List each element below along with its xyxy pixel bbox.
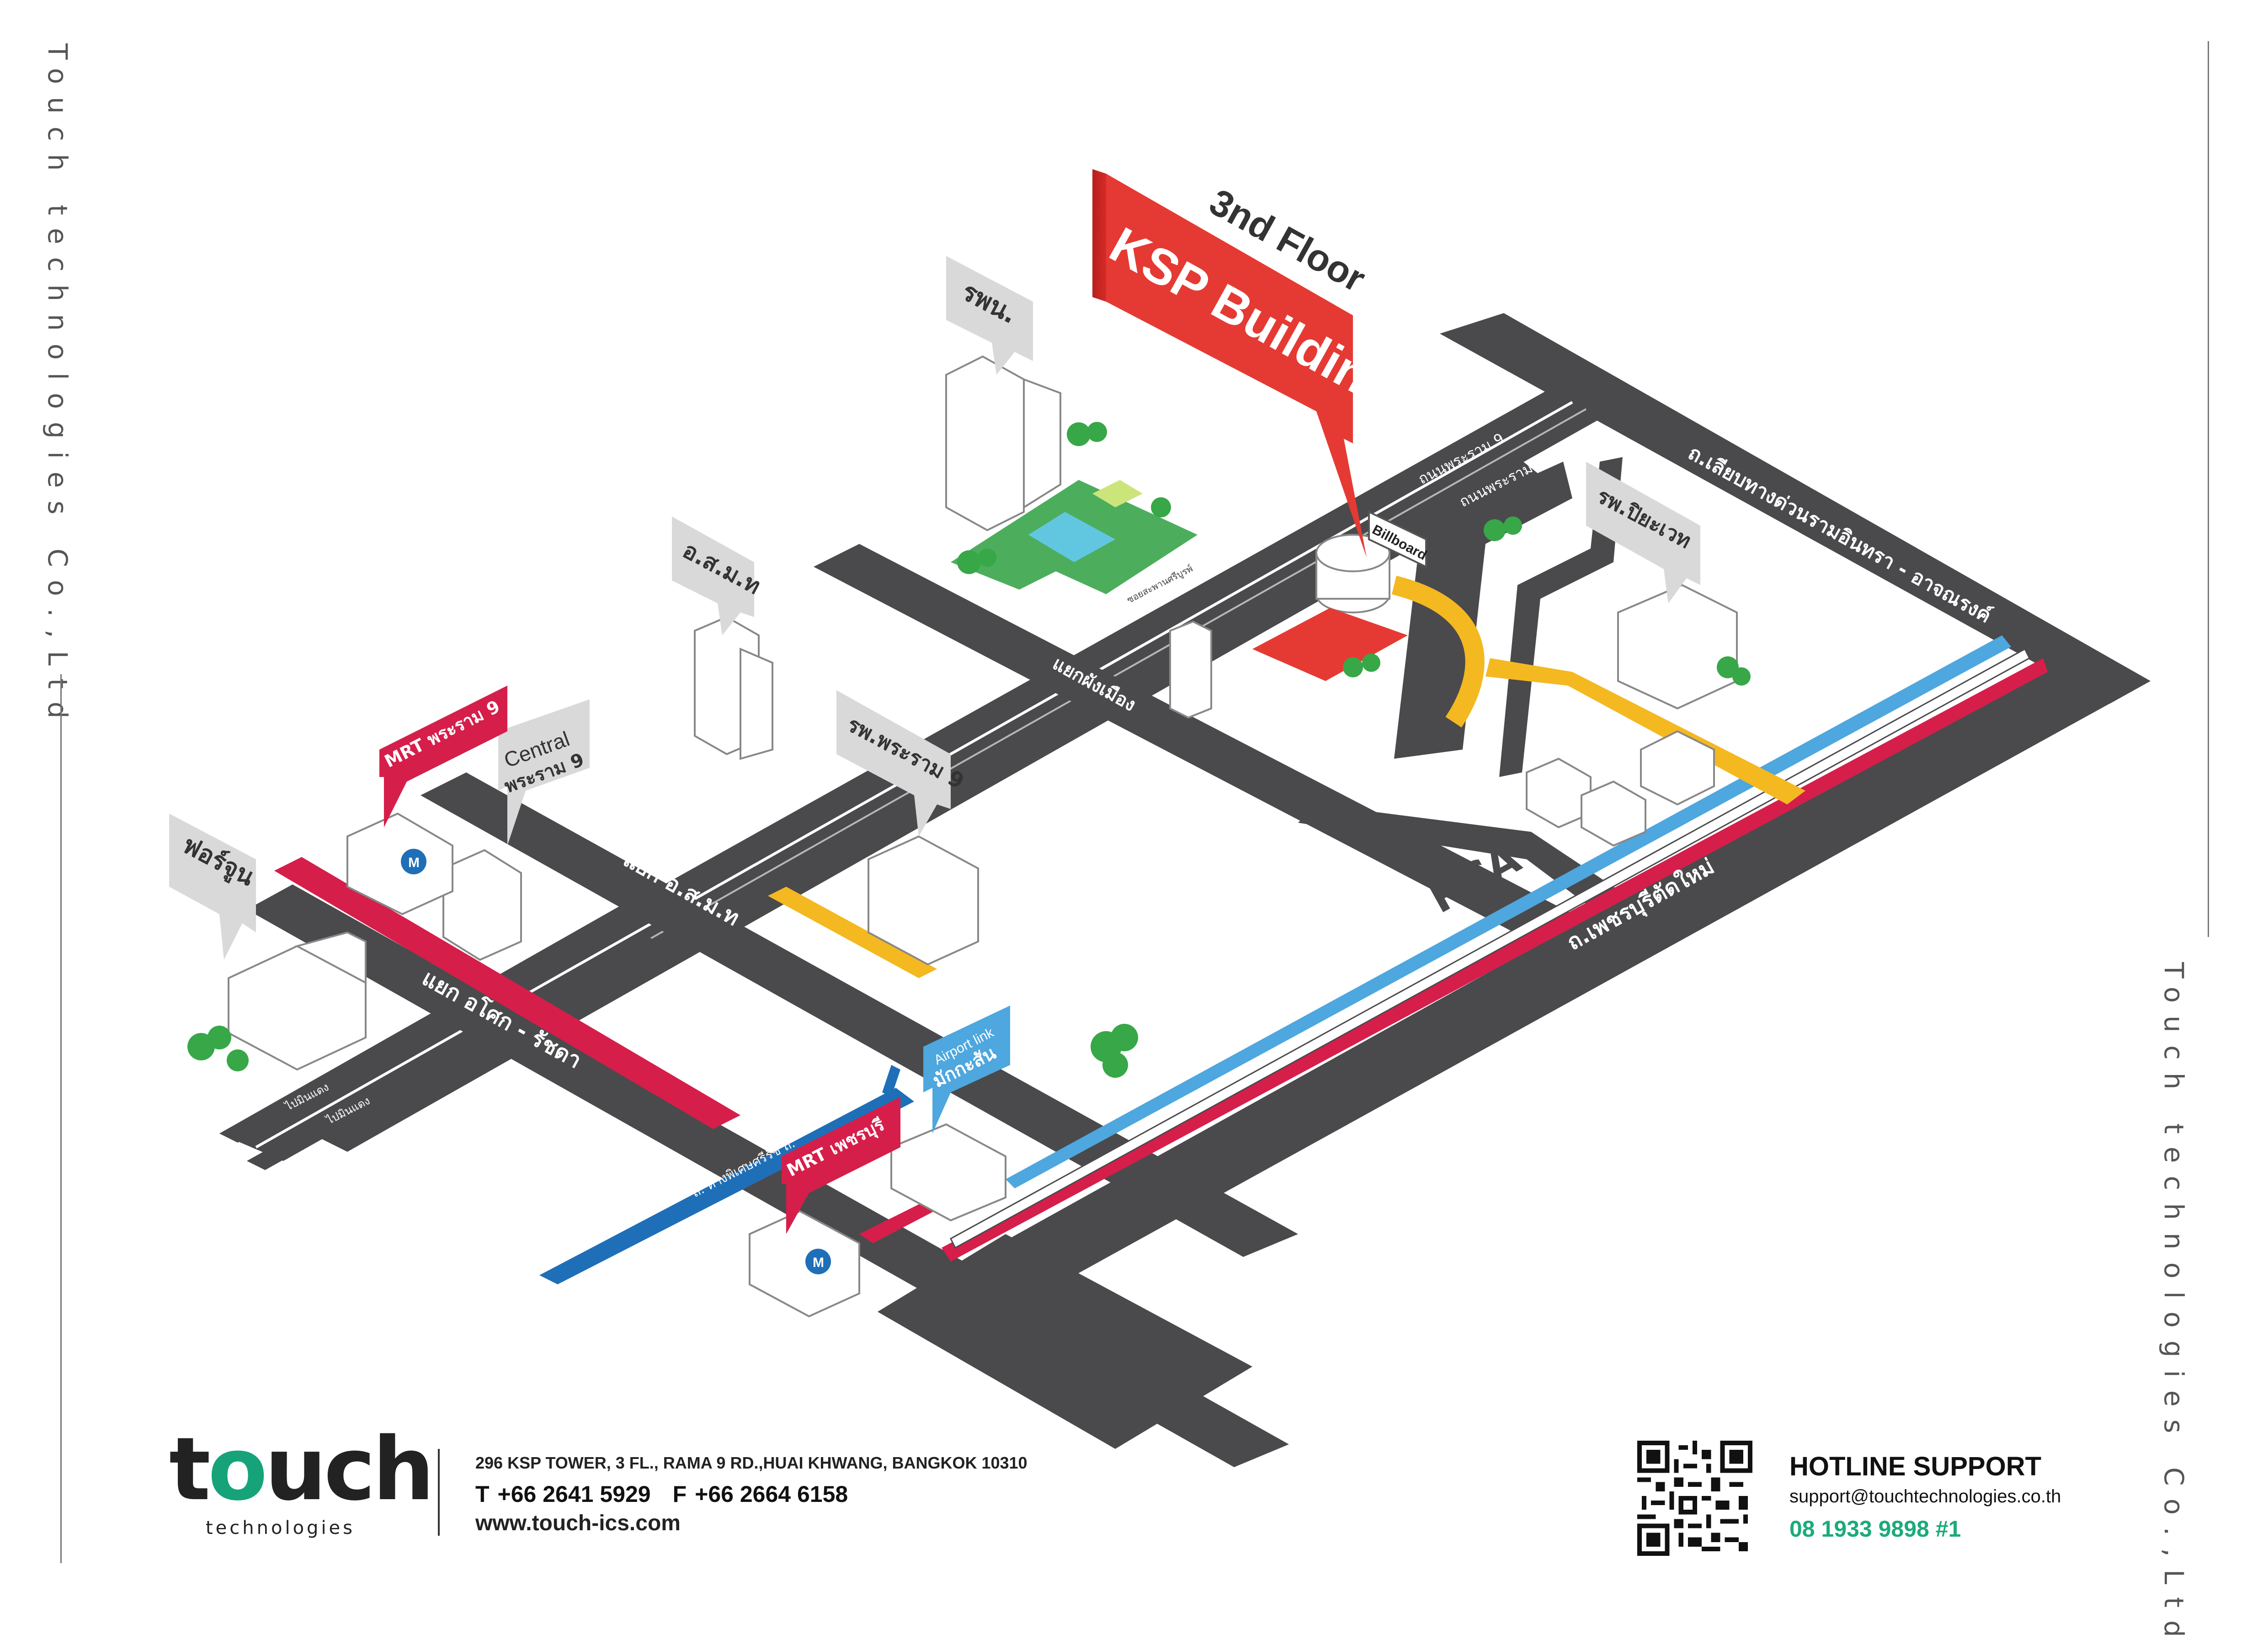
logo-subtitle: technologies xyxy=(206,1517,355,1538)
rail-mrt-left xyxy=(274,857,740,1129)
road-label-chaloem: ถ.เลียบทางด่วนรามอินทรา - อาจณรงค์ xyxy=(1684,441,1996,628)
website-link[interactable]: www.touch-ics.com xyxy=(475,1511,681,1535)
road-rca-link xyxy=(1298,804,1627,914)
callout-airport-link: Airport link มักกะสัน xyxy=(923,1006,1010,1134)
callout-central: Central พระราม 9 xyxy=(498,699,590,846)
mrt-icon-rama9: M xyxy=(401,849,426,874)
tel-label: T xyxy=(475,1481,490,1507)
road-phetchaburi xyxy=(878,649,2151,1344)
side-divider-right-top xyxy=(2208,41,2209,937)
mrt-icon-phetchaburi: M xyxy=(805,1249,831,1274)
hotline-email[interactable]: support@touchtechnologies.co.th xyxy=(1789,1486,2061,1506)
expressway-link xyxy=(882,1065,900,1097)
side-text-left: Touch technologies Co.,Ltd xyxy=(42,43,73,731)
road-chaloem xyxy=(1440,313,2151,704)
yellow-road-curve xyxy=(1391,575,1485,728)
tel-number[interactable]: +66 2641 5929 xyxy=(497,1481,651,1507)
address: 296 KSP TOWER, 3 FL., RAMA 9 RD.,HUAI KH… xyxy=(475,1453,1028,1472)
qr-code-icon xyxy=(1637,1441,1752,1556)
ksp-base xyxy=(1252,608,1408,681)
side-divider-left xyxy=(60,674,62,1563)
building-mrt-phetchaburi xyxy=(749,1210,860,1318)
fax-label: F xyxy=(672,1481,687,1507)
logo-part-o: o xyxy=(208,1419,268,1520)
svg-text:M: M xyxy=(813,1255,824,1270)
road-side-minbang-b xyxy=(247,937,663,1170)
road-chatuthit xyxy=(421,772,1298,1257)
road-asok-lower xyxy=(878,1234,1252,1449)
svg-text:M: M xyxy=(408,855,420,870)
yellow-road-right xyxy=(1485,658,1805,804)
building-airport-link xyxy=(890,1123,1006,1222)
hotline-number[interactable]: 08 1933 9898 #1 xyxy=(1789,1516,1961,1542)
callout-fortune: ฟอร์จูน xyxy=(169,814,259,960)
trees xyxy=(187,422,1751,1078)
yellow-road-left xyxy=(768,887,937,978)
footer: touch technologies 296 KSP TOWER, 3 FL.,… xyxy=(0,1426,2268,1563)
road-side-minbang-a xyxy=(219,905,640,1143)
building-mrt-rama9 xyxy=(346,812,453,915)
logo-part-1: t xyxy=(169,1419,211,1520)
road-rca-vertical xyxy=(1394,462,1572,759)
rail-white xyxy=(950,648,2030,1249)
fax-number: +66 2664 6158 xyxy=(695,1481,848,1507)
callout-osmot: อ.ส.ม.ท xyxy=(672,516,765,635)
hotline-title: HOTLINE SUPPORT xyxy=(1789,1452,2042,1481)
map-canvas: KSP Building 3nd Floor Billboard รพน. อ.… xyxy=(169,169,2151,1467)
building-central xyxy=(442,849,522,961)
park xyxy=(951,480,1198,594)
touch-logo: touch xyxy=(169,1426,435,1513)
footer-divider xyxy=(438,1449,440,1536)
logo-part-2: uch xyxy=(265,1419,434,1520)
phone-line: T +66 2641 5929 F +66 2664 6158 xyxy=(475,1481,848,1507)
callout-rpn: รพน. xyxy=(946,256,1033,375)
road-phang-mueang xyxy=(814,544,1591,946)
building-rpn xyxy=(945,355,1025,532)
callout-piyavate: รพ.ปิยะเวท xyxy=(1586,462,1700,603)
rail-red-right xyxy=(942,658,2048,1261)
buildings xyxy=(228,355,1738,1318)
building-piyavate xyxy=(1617,584,1738,710)
